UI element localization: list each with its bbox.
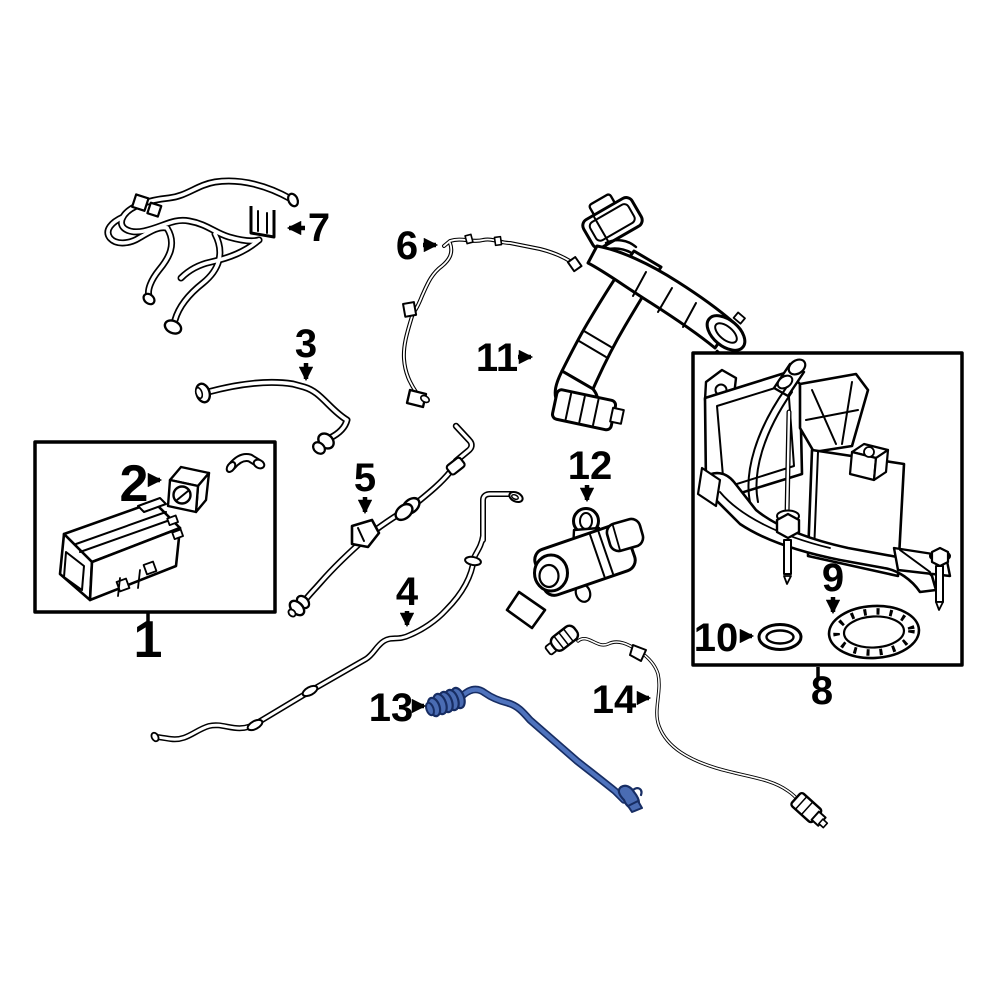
part-9-gasket[interactable] xyxy=(827,604,921,661)
callout-10[interactable]: 10 xyxy=(694,616,755,660)
part-13-selected-tube[interactable] xyxy=(424,686,643,813)
part-3-hose[interactable] xyxy=(194,382,347,456)
part-11-filler-hose[interactable] xyxy=(550,185,752,432)
callout-14[interactable]: 14 xyxy=(592,678,652,722)
callout-4-label: 4 xyxy=(396,570,419,614)
callout-8[interactable]: 8 xyxy=(811,667,833,713)
callout-8-label: 8 xyxy=(811,669,833,713)
callout-10-label: 10 xyxy=(694,616,739,660)
callout-1[interactable]: 1 xyxy=(134,611,163,669)
part-5-tube[interactable] xyxy=(287,426,471,618)
callout-13-label: 13 xyxy=(369,686,414,730)
callout-1-label: 1 xyxy=(134,611,163,669)
part-7-hose-harness[interactable] xyxy=(108,181,300,336)
callout-7-label: 7 xyxy=(308,206,330,250)
callout-4[interactable]: 4 xyxy=(396,570,419,628)
part-12-purge-valve[interactable] xyxy=(505,507,645,630)
part-8-canister-assembly-group[interactable] xyxy=(691,351,964,667)
callout-9[interactable]: 9 xyxy=(822,556,844,615)
callout-3[interactable]: 3 xyxy=(295,322,317,382)
callout-12[interactable]: 12 xyxy=(568,444,613,503)
callout-9-label: 9 xyxy=(822,556,844,600)
callout-11[interactable]: 11 xyxy=(476,336,534,380)
part-10-o-ring[interactable] xyxy=(757,623,803,651)
callout-5-label: 5 xyxy=(354,456,376,500)
part-2-valve[interactable] xyxy=(166,465,211,514)
callout-5[interactable]: 5 xyxy=(354,456,376,515)
callout-7[interactable]: 7 xyxy=(286,206,330,250)
callouts-layer: 1 2 3 4 5 6 7 8 xyxy=(120,206,845,730)
part-14-oxygen-sensor[interactable] xyxy=(543,623,831,831)
part-6-vapor-tube[interactable] xyxy=(401,233,583,409)
callout-2[interactable]: 2 xyxy=(120,455,163,513)
callout-13[interactable]: 13 xyxy=(369,686,427,730)
callout-12-label: 12 xyxy=(568,444,613,488)
callout-11-label: 11 xyxy=(476,336,518,380)
callout-14-label: 14 xyxy=(592,678,637,722)
elbow-connector xyxy=(225,457,266,473)
callout-6-label: 6 xyxy=(396,224,418,268)
part-1-canister-group[interactable] xyxy=(33,440,277,614)
callout-3-label: 3 xyxy=(295,322,317,366)
callout-2-label: 2 xyxy=(120,455,149,513)
callout-6[interactable]: 6 xyxy=(396,224,439,268)
part-4-tube[interactable] xyxy=(150,490,524,743)
